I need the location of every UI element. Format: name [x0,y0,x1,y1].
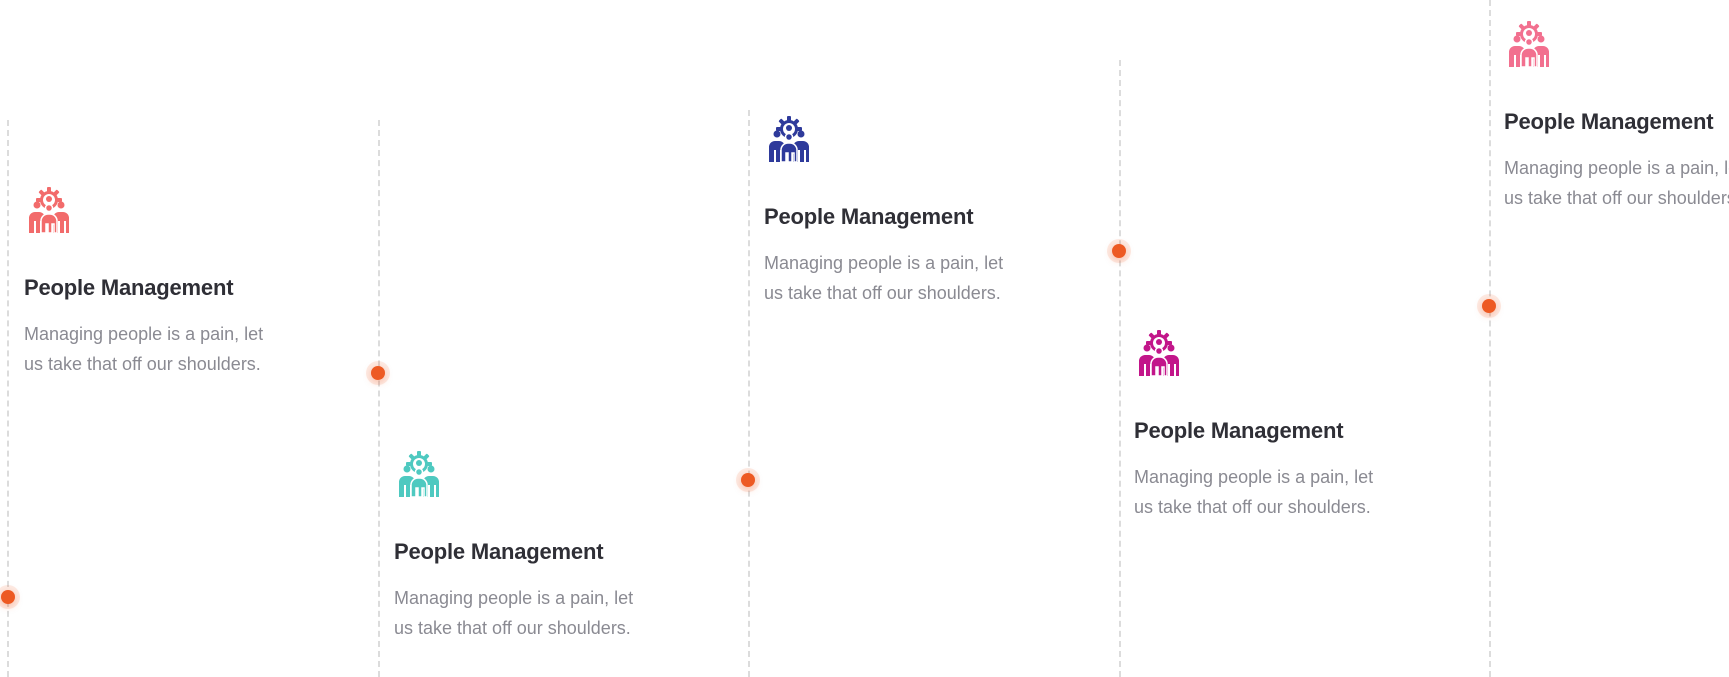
timeline-card: People Management Managing people is a p… [24,185,284,379]
timeline-card: People Management Managing people is a p… [1504,19,1729,213]
card-title: People Management [24,275,234,300]
card-description: Managing people is a pain, let us take t… [394,588,634,638]
people-gear-icon [29,187,69,234]
card-description: Managing people is a pain, let us take t… [764,253,1004,303]
timeline-marker [371,366,385,380]
timeline-line [748,110,750,677]
people-gear-icon [399,451,439,498]
people-gear-icon [1139,330,1179,377]
timeline-card: People Management Managing people is a p… [764,114,1024,308]
card-description: Managing people is a pain, let us take t… [1504,158,1729,208]
timeline-card: People Management Managing people is a p… [1134,328,1394,522]
timeline-marker [1482,299,1496,313]
card-title: People Management [394,539,604,564]
timeline-marker [741,473,755,487]
card-description: Managing people is a pain, let us take t… [1134,467,1374,517]
timeline-line [7,120,9,677]
timeline-line [1119,60,1121,677]
timeline-line [378,120,380,677]
timeline-marker [1112,244,1126,258]
timeline-marker [1,590,15,604]
card-title: People Management [1504,109,1714,134]
people-gear-icon [1509,21,1549,68]
card-title: People Management [764,204,974,229]
people-gear-icon [769,116,809,163]
timeline-card: People Management Managing people is a p… [394,449,654,643]
timeline-line [1489,0,1491,677]
card-description: Managing people is a pain, let us take t… [24,324,264,374]
card-title: People Management [1134,418,1344,443]
